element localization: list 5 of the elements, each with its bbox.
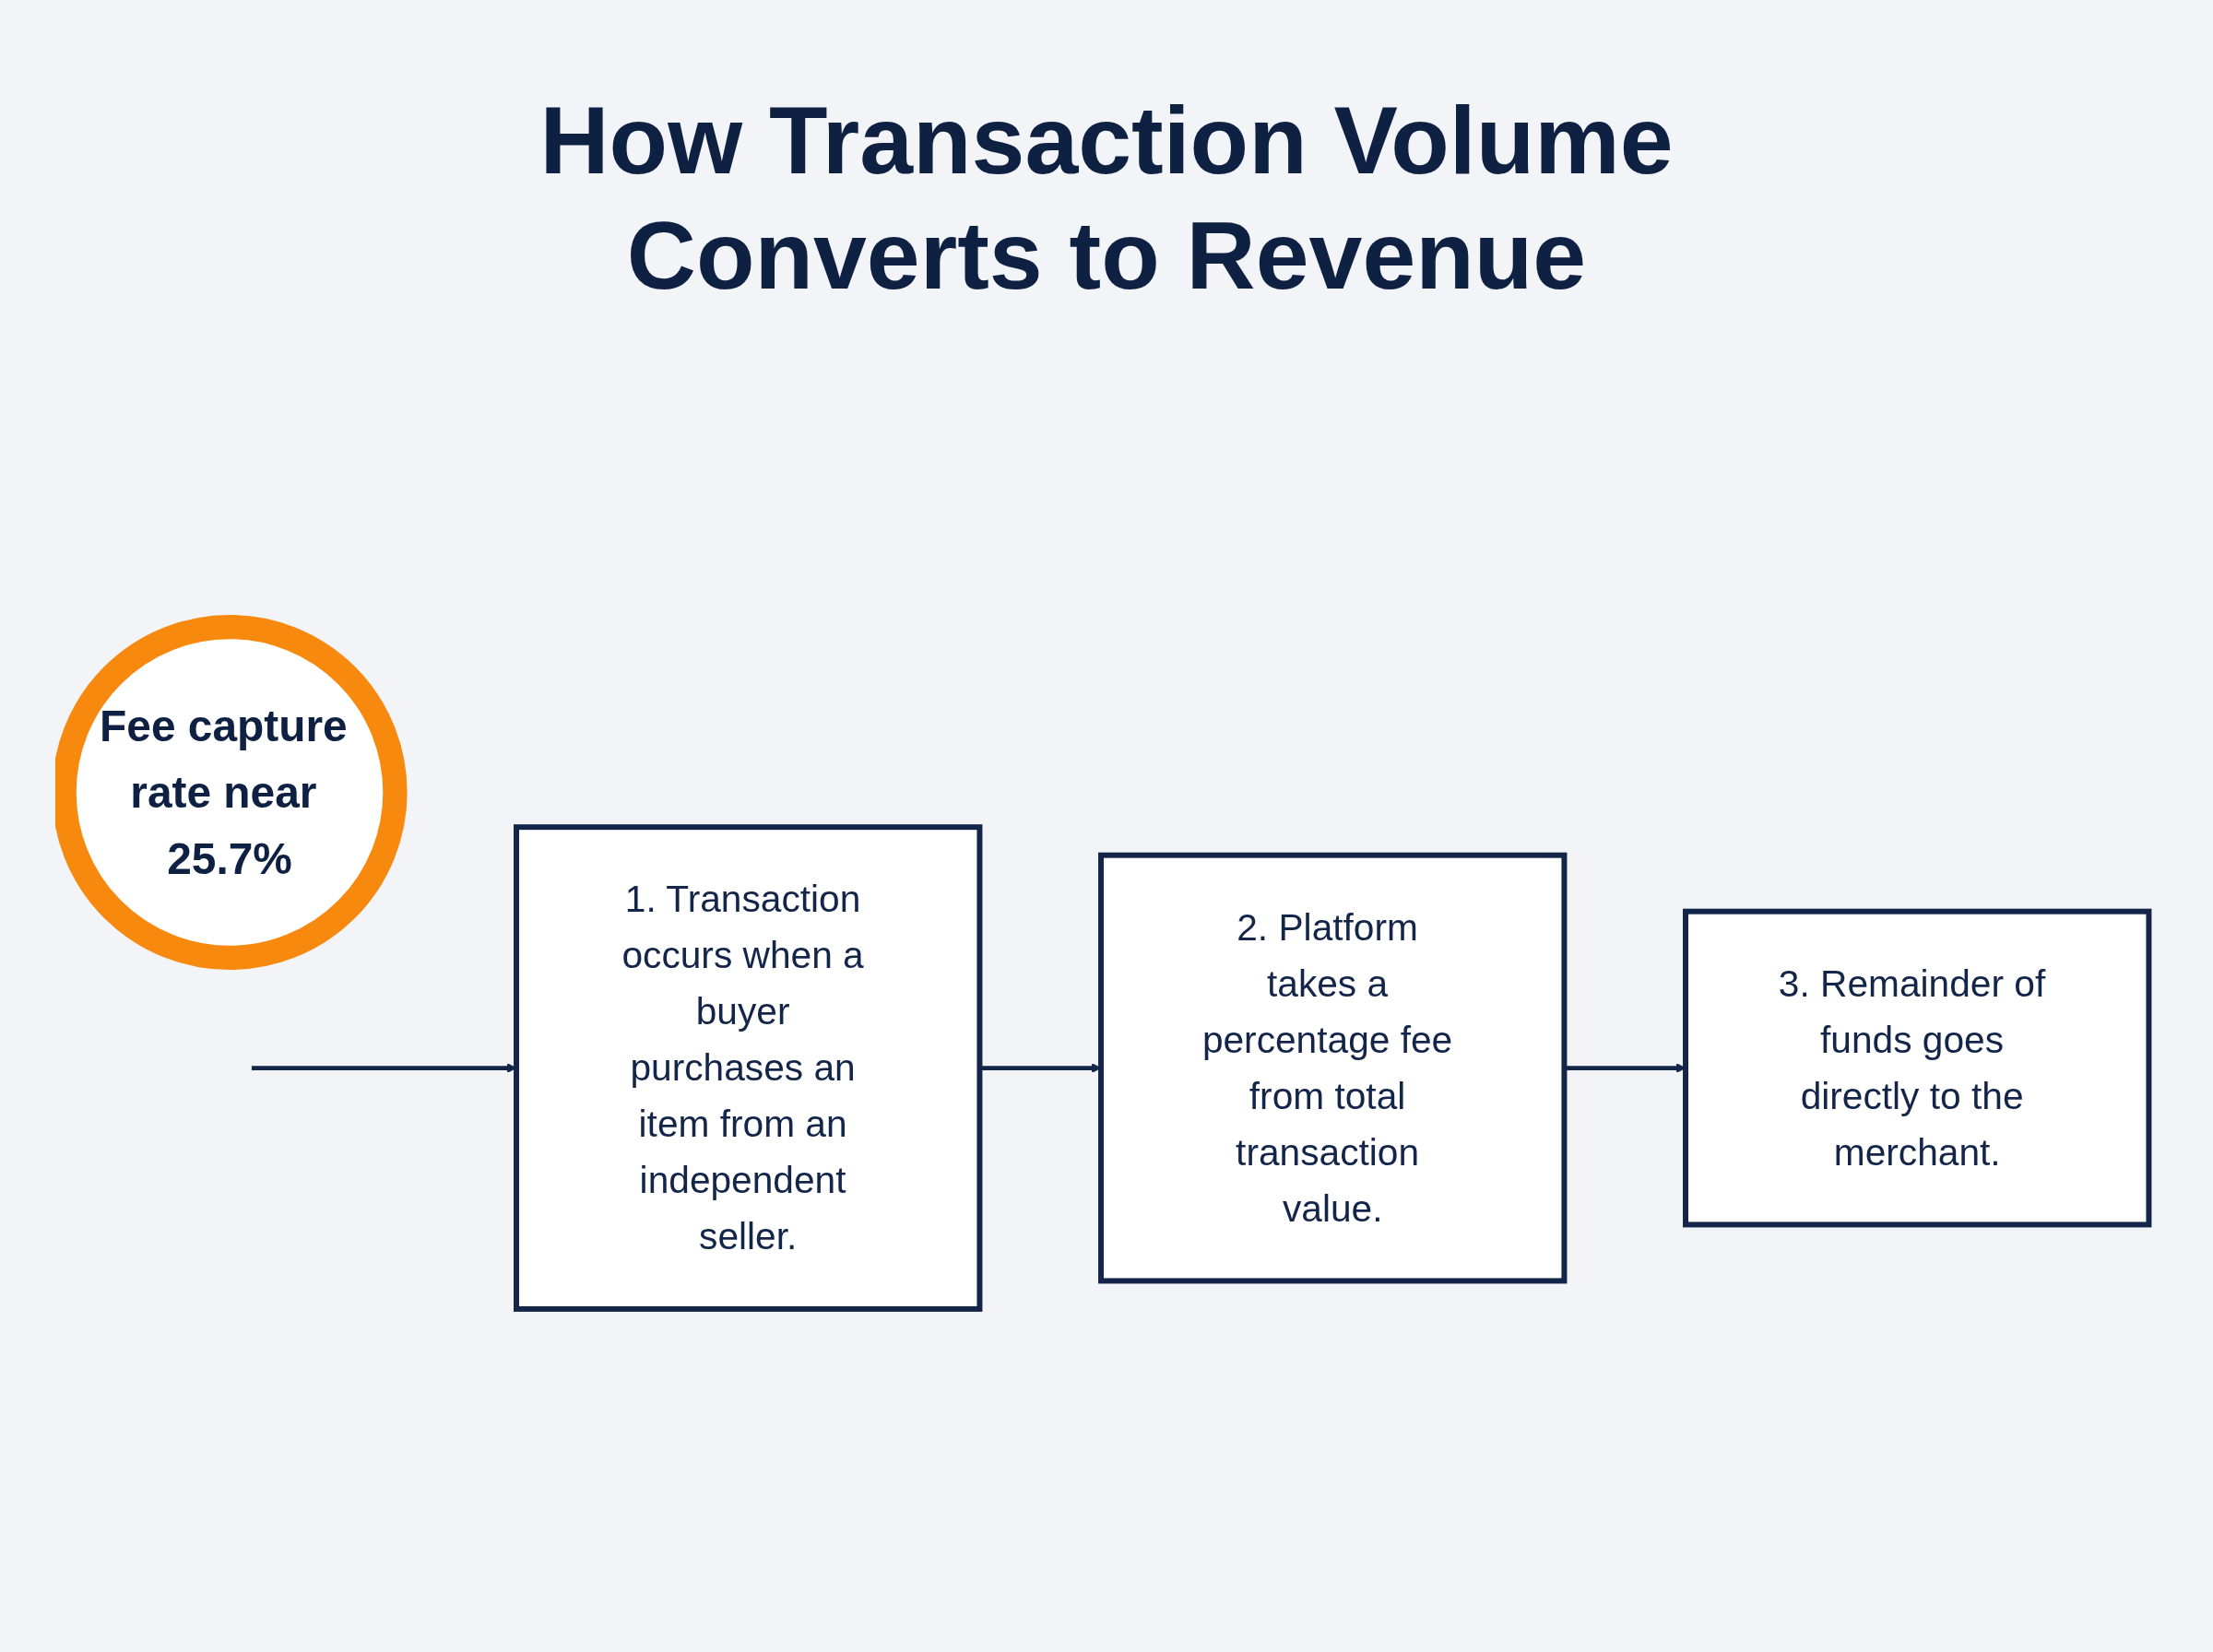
node-box: 3. Remainder of funds goes directly to the merchant.: [1683, 908, 2152, 1228]
node-circle: Fee capture rate near 25.7%: [55, 614, 408, 971]
title: How Transaction Volume Converts to Revenue: [538, 86, 1675, 311]
node-box: 1. Transaction occurs when a buyer purchases an item from an independent seller.: [514, 824, 983, 1312]
node-box: 2. Platform takes a percentage fee from total transaction value.: [1098, 852, 1568, 1284]
